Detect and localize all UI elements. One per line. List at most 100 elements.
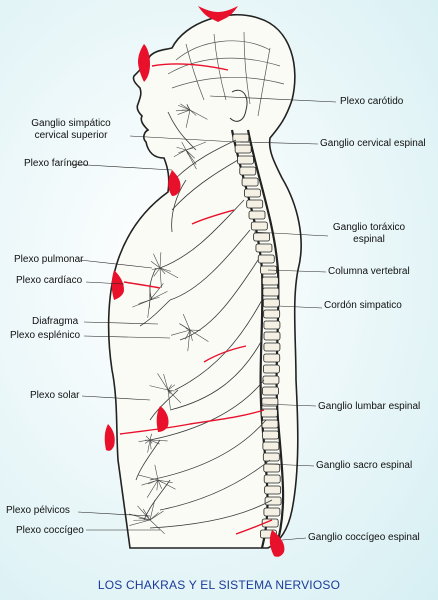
label-columna-vertebral: Columna vertebral	[328, 266, 410, 277]
plexus-branch	[138, 439, 151, 442]
label-ganglio-lumbar-espinal: Ganglio lumbar espinal	[318, 401, 421, 412]
vertebra	[263, 309, 281, 319]
vertebra	[263, 320, 281, 330]
label-ganglio-simpatico: Ganglio simpático cervical superior	[10, 118, 132, 142]
vertebra	[263, 507, 281, 517]
label-ganglio-sacro-espinal: Ganglio sacro espinal	[316, 460, 413, 471]
vertebra	[260, 408, 278, 418]
plexus-branch	[149, 439, 168, 442]
label-ganglio-toraxico-line1: Ganglio toráxico	[332, 222, 406, 233]
vertebra	[243, 188, 261, 198]
vertebra	[237, 155, 254, 165]
plexus-branch	[150, 260, 161, 269]
vertebra	[241, 177, 259, 187]
vertebra	[261, 397, 279, 407]
plexus-branch	[189, 329, 209, 342]
plexus-branch	[167, 389, 171, 409]
vertebra	[250, 221, 268, 231]
plexus-branch	[179, 323, 191, 331]
plexus-branch	[153, 267, 161, 277]
plexus-branch	[187, 329, 191, 352]
plexus-branch	[177, 109, 191, 115]
plexus-branch	[149, 439, 153, 444]
plexus-branch	[159, 267, 162, 288]
chakra-heart	[111, 270, 124, 300]
plexus-branch	[156, 479, 159, 491]
plexus-branch	[167, 389, 172, 393]
plexus-branch	[149, 512, 159, 521]
red-nerve-lines	[119, 63, 273, 535]
vertebra	[263, 474, 281, 484]
vertebra	[257, 254, 275, 264]
label-cordon-simpatico: Cordón simpatico	[324, 300, 402, 311]
plexus-branch	[149, 510, 164, 521]
plexus-branch	[138, 299, 151, 304]
vertebra	[264, 485, 282, 495]
vertebra	[262, 386, 279, 396]
plexus-branch	[149, 433, 152, 441]
plexus-branch	[189, 109, 197, 116]
vertebra	[262, 430, 279, 440]
chakra-markers	[104, 6, 285, 557]
label-plexo-cardiaco: Plexo cardíaco	[16, 275, 83, 286]
vertebra	[261, 518, 279, 528]
label-ganglio-simpatico-line1: Ganglio simpático	[31, 118, 111, 129]
label-diafragma: Diafragma	[32, 316, 79, 327]
plexus-branch	[167, 389, 182, 404]
plexus-branch	[157, 479, 162, 489]
plexus-branch	[189, 109, 208, 120]
vertebra	[262, 441, 280, 451]
vertebra	[255, 243, 273, 253]
plexus-branch	[181, 141, 187, 151]
brain-nerves	[167, 31, 285, 117]
plexus-branch	[154, 464, 159, 481]
plexus-branch	[167, 384, 172, 391]
vertebra	[234, 144, 252, 154]
plexus-branch	[178, 104, 191, 111]
plexus-branch	[157, 373, 169, 391]
plexus-branch	[147, 299, 151, 318]
chakra-crown	[198, 6, 238, 22]
label-plexo-pulmonar: Plexo pulmonar	[14, 254, 84, 265]
label-plexo-coccigeo: Plexo coccígeo	[16, 525, 84, 536]
chakra-sacral	[104, 424, 115, 451]
vertebra	[262, 298, 280, 308]
plexus-branch	[145, 435, 151, 441]
chakra-solar	[156, 406, 169, 432]
plexus-branch	[149, 519, 165, 535]
label-plexo-solar: Plexo solar	[30, 390, 80, 401]
chakra-root	[269, 530, 285, 557]
plexus-branch	[147, 439, 151, 453]
plexus-branch	[138, 474, 159, 481]
plexus-branch	[185, 147, 194, 151]
vertebra	[246, 199, 264, 209]
plexus-branch	[186, 103, 191, 111]
plexus-branch	[142, 508, 151, 521]
plexus-branch	[159, 252, 162, 269]
chakra-third-eye	[138, 44, 150, 82]
plexus-branch	[149, 439, 160, 445]
plexus-branch	[153, 253, 161, 269]
vertebra	[262, 375, 280, 385]
plexus-branch	[189, 329, 193, 341]
leader-lines	[69, 95, 337, 541]
label-ganglio-toraxico: Ganglio toráxico espinal	[326, 222, 412, 246]
vertebra	[263, 463, 281, 473]
plexus-branch	[180, 103, 191, 111]
plexus-branch	[154, 267, 161, 271]
vertebra	[263, 342, 281, 352]
plexus-branch	[159, 267, 172, 272]
plexus-branch	[178, 149, 187, 154]
plexus-branch	[159, 267, 179, 279]
plexus-branch	[185, 149, 197, 165]
plexus-branch	[149, 291, 168, 301]
diagram-title: LOS CHAKRAS Y EL SISTEMA NERVIOSO	[97, 578, 341, 592]
vertebra	[263, 353, 281, 363]
plexus-branch	[185, 329, 191, 340]
label-plexo-pelvicos: Plexo pélvicos	[6, 505, 70, 516]
vertebra	[248, 210, 266, 220]
label-plexo-carotido: Plexo carótido	[340, 96, 404, 107]
plexus-branch	[185, 149, 195, 159]
plexus-branch	[176, 146, 187, 151]
